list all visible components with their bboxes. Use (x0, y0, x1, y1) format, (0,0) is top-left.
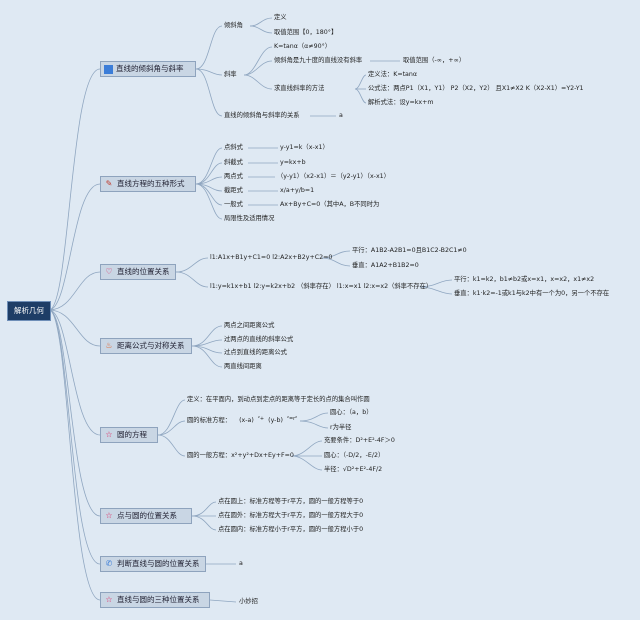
topic-three-positions[interactable]: ☆ 直线与圆的三种位置关系 (100, 592, 210, 608)
topic-judge-line-circle[interactable]: ✆ 判断直线与圆的位置关系 (100, 556, 206, 572)
node-two-point-distance[interactable]: 两点之间距离公式 (224, 322, 275, 329)
node-method-formula[interactable]: 公式法：两点P1（X1，Y1） P2（X2，Y2） 且X1≠X2 K（X2-X1… (368, 85, 584, 92)
node-slope-range[interactable]: 取值范围（-∞，+∞） (403, 57, 466, 64)
standard-equation-part: ²=r² (286, 416, 298, 422)
topic-line-angle-slope[interactable]: 直线的倾斜角与斜率 (100, 61, 196, 77)
node-angle-def[interactable]: 定义 (274, 14, 287, 21)
star-icon: ☆ (105, 511, 113, 520)
node-limitations[interactable]: 局限性及适用情况 (224, 215, 275, 222)
node-slope-note[interactable]: 倾斜角是九十度的直线没有斜率 (274, 57, 363, 64)
node-line-line-distance[interactable]: 两直线间距离 (224, 363, 262, 370)
topic-label: 点与圆的位置关系 (117, 511, 177, 520)
topic-label: 直线的位置关系 (117, 267, 170, 276)
standard-equation-part: (y-b) (268, 417, 283, 424)
flame-icon: ♨ (105, 341, 113, 350)
node-two-point-slope[interactable]: 过两点的直线的斜率公式 (224, 336, 294, 343)
node-general-form-formula[interactable]: Ax+By+C=0（其中A，B不同时为 (280, 201, 380, 208)
topic-line-positions[interactable]: ♡ 直线的位置关系 (100, 264, 176, 280)
node-circle-definition[interactable]: 定义：在平面内，到动点到定点的距离等于定长的点的集合叫作圆 (187, 396, 370, 403)
node-angle-slope-relation[interactable]: 直线的倾斜角与斜率的关系 (224, 112, 300, 119)
node-point-slope-formula[interactable]: y-y1=k（x-x1） (280, 144, 329, 151)
node-angle-range[interactable]: 取值范围【0，180°】 (274, 29, 338, 36)
node-slope[interactable]: 斜率 (224, 71, 237, 78)
node-center[interactable]: 圆心：（a，b） (330, 409, 373, 416)
standard-equation-label: 圆的标准方程： (187, 417, 232, 424)
phone-icon: ✆ (105, 559, 113, 568)
node-perpendicular-slope[interactable]: 垂直：k1·k2=-1或k1与k2中有一个为0，另一个不存在 (454, 290, 610, 297)
topic-label: 直线的倾斜角与斜率 (116, 64, 184, 73)
node-two-point-formula[interactable]: （y-y1）（x2-x1）＝（y2-y1）（x-x1） (277, 173, 390, 180)
topic-label: 距离公式与对称关系 (117, 341, 185, 350)
topic-label: 判断直线与圆的位置关系 (117, 559, 200, 568)
node-method-analytic[interactable]: 解析式法：设y=kx+m (368, 99, 434, 106)
node-two-point[interactable]: 两点式 (224, 173, 243, 180)
node-slope-def[interactable]: K=tanα（α≠90°） (274, 43, 332, 50)
node-point-outside-circle[interactable]: 点在圆外：标准方程大于r平方，圆的一般方程大于0 (218, 512, 364, 519)
node-method-def[interactable]: 定义法：K=tanα (368, 71, 418, 78)
book-icon (104, 64, 113, 74)
node-slope-intercept-formula[interactable]: y=kx+b (280, 159, 306, 166)
node-parallel-slope[interactable]: 平行：k1=k2，b1≠b2或x=x1，x=x2，x1≠x2 (454, 276, 595, 283)
pencil-icon: ✎ (105, 179, 113, 188)
topic-distance-symmetry[interactable]: ♨ 距离公式与对称关系 (100, 338, 192, 354)
standard-equation-part: (x-a) (239, 417, 254, 424)
topic-label: 圆的方程 (117, 430, 147, 439)
node-standard-equation[interactable]: 圆的标准方程： (x-a) ²+ (y-b) ²=r² (187, 416, 297, 426)
node-radius[interactable]: r为半径 (330, 424, 352, 431)
topic-circle-equation[interactable]: ☆ 圆的方程 (100, 427, 158, 443)
topic-line-equation-forms[interactable]: ✎ 直线方程的五种形式 (100, 176, 196, 192)
heart-icon: ♡ (105, 267, 113, 276)
star-icon: ☆ (105, 430, 113, 439)
topic-label: 直线与圆的三种位置关系 (117, 595, 200, 604)
node-radius-general[interactable]: 半径：√D²+E²-4F/2 (324, 466, 383, 473)
node-point-inside-circle[interactable]: 点在圆内：标准方程小于r平方，圆的一般方程小于0 (218, 526, 364, 533)
node-general-form[interactable]: 一般式 (224, 201, 243, 208)
node-general-lines[interactable]: l1:A1x+B1y+C1=0 l2:A2x+B2y+C2=0 (210, 254, 333, 261)
node-judge-a[interactable]: a (239, 560, 243, 567)
topic-point-circle[interactable]: ☆ 点与圆的位置关系 (100, 508, 192, 524)
node-general-equation[interactable]: 圆的一般方程：x²+y²+Dx+Ey+F=0 (187, 452, 294, 459)
node-slope-lines[interactable]: l1:y=k1x+b1 l2:y=k2x+b2 （斜率存在） l1:x=x1 l… (210, 283, 433, 290)
node-point-on-circle[interactable]: 点在圆上：标准方程等于r平方，圆的一般方程等于0 (218, 498, 364, 505)
star-icon: ☆ (105, 595, 113, 604)
node-point-line-distance[interactable]: 过点到直线的距离公式 (224, 349, 287, 356)
node-parallel-general[interactable]: 平行：A1B2-A2B1=0且B1C2-B2C1≠0 (352, 247, 467, 254)
node-slope-intercept[interactable]: 斜截式 (224, 159, 243, 166)
node-point-slope[interactable]: 点斜式 (224, 144, 243, 151)
node-tip[interactable]: 小妙招 (239, 598, 258, 605)
standard-equation-part: ²+ (257, 416, 265, 422)
node-relation-a[interactable]: a (339, 112, 343, 119)
node-slope-method[interactable]: 求直线斜率的方法 (274, 85, 325, 92)
node-intercept[interactable]: 截距式 (224, 187, 243, 194)
node-center-general[interactable]: 圆心：（-D/2，-E/2） (324, 452, 385, 459)
topic-label: 直线方程的五种形式 (117, 179, 185, 188)
root-node[interactable]: 解析几何 (7, 301, 51, 321)
node-intercept-formula[interactable]: x/a+y/b=1 (280, 187, 315, 194)
node-perpendicular-general[interactable]: 垂直：A1A2+B1B2=0 (352, 262, 419, 269)
node-condition[interactable]: 充要条件：D²+E²-4F＞0 (324, 437, 395, 444)
node-angle[interactable]: 倾斜角 (224, 22, 243, 29)
